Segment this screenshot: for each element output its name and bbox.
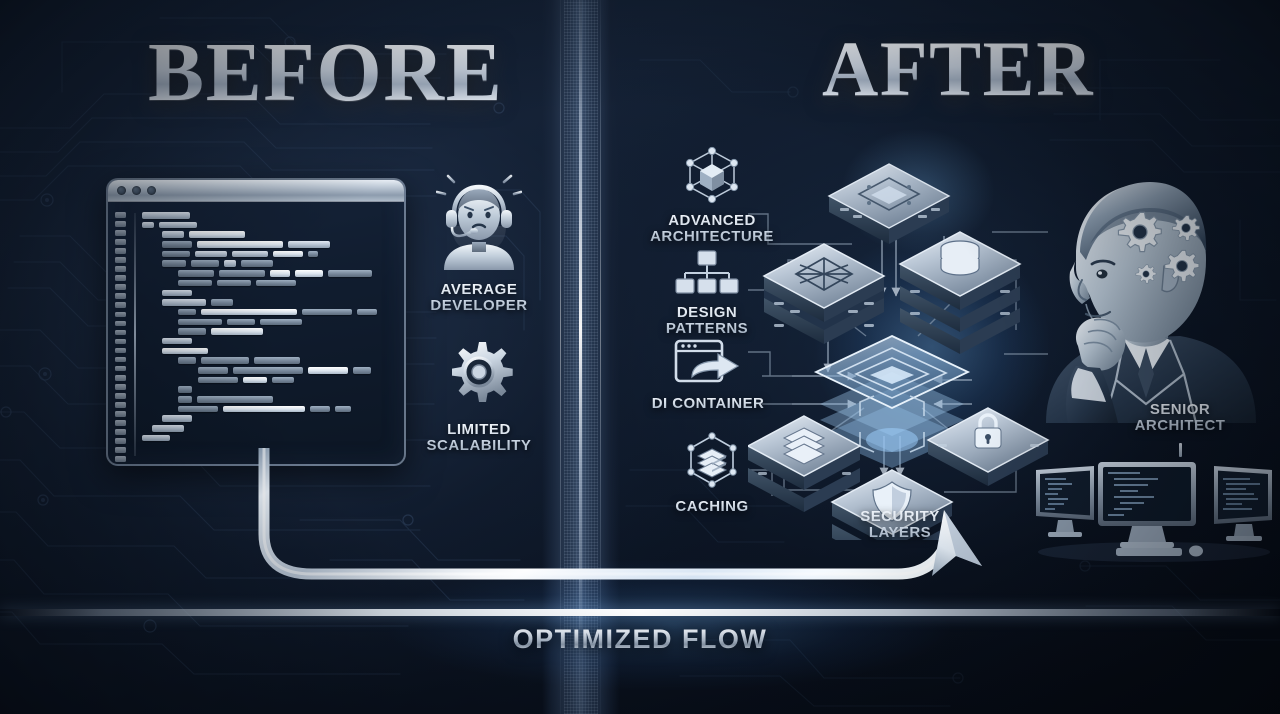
network-cube-icon <box>685 146 739 204</box>
node-processor <box>827 163 951 244</box>
node-architecture <box>762 243 886 344</box>
line-number-gutter <box>108 209 132 462</box>
code-lines <box>136 209 404 462</box>
side-item-advanced-architecture: ADVANCED ARCHITECTURE <box>637 146 787 245</box>
gear-icon <box>452 342 513 402</box>
optimized-flow-label: OPTIMIZED FLOW <box>512 624 768 654</box>
side-item-di-container: DI CONTAINER <box>633 337 783 412</box>
code-editor-window[interactable] <box>106 178 406 466</box>
window-arrow-icon <box>674 339 740 383</box>
optimized-flow-label-group: OPTIMIZED FLOW <box>0 624 1280 655</box>
monitor-right <box>1214 466 1272 541</box>
page-title-before: BEFORE <box>148 26 504 119</box>
thinking-architect-icon <box>1046 182 1256 423</box>
code-body <box>108 202 404 464</box>
feature-average-developer: AVERAGE DEVELOPER <box>417 174 541 314</box>
window-dot-minimize-icon[interactable] <box>132 186 141 195</box>
stressed-developer-icon <box>435 174 523 270</box>
window-dot-maximize-icon[interactable] <box>147 186 156 195</box>
architect-label-group: SENIOR ARCHITECT <box>1085 401 1275 434</box>
monitor-left <box>1036 466 1094 537</box>
window-titlebar <box>108 180 404 202</box>
flow-divider-bar <box>0 609 1280 616</box>
window-dot-close-icon[interactable] <box>117 186 126 195</box>
architect-label: SENIOR ARCHITECT <box>1085 401 1275 434</box>
side-item-label: DI CONTAINER <box>633 395 783 412</box>
feature-limited-scalability: LIMITED SCALABILITY <box>417 334 541 454</box>
hierarchy-icon <box>675 250 739 294</box>
monitor-center <box>1098 462 1196 548</box>
side-item-label: ADVANCED ARCHITECTURE <box>637 212 787 245</box>
optimized-flow-arrow <box>258 448 982 580</box>
page-title-after: AFTER <box>822 25 1095 112</box>
feature-label: AVERAGE DEVELOPER <box>417 282 541 314</box>
monitor-setup <box>1036 462 1272 562</box>
side-item-label: DESIGN PATTERNS <box>632 304 782 337</box>
side-item-design-patterns: DESIGN PATTERNS <box>632 248 782 337</box>
